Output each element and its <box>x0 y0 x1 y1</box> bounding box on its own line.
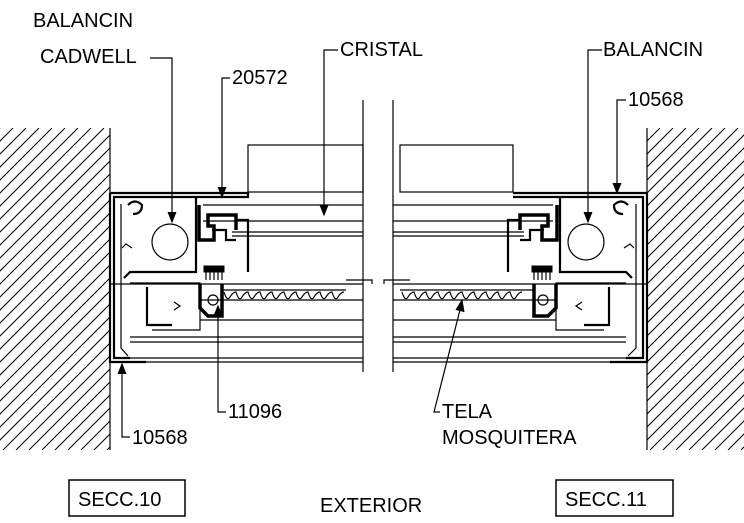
hatch-line <box>647 316 744 415</box>
hatch-line <box>647 199 744 298</box>
hatch-line <box>15 355 110 450</box>
label-20572: 20572 <box>232 67 288 89</box>
hatch-line <box>647 251 744 350</box>
hatch-line <box>0 303 110 415</box>
label-10568-right: 10568 <box>628 89 684 111</box>
hatch-line <box>0 128 79 207</box>
leader-lines <box>117 49 626 438</box>
hatch-line <box>647 277 744 376</box>
hatch-line <box>647 128 726 207</box>
hatch-line <box>0 290 110 402</box>
labels: BALANCIN CADWELL 20572 CRISTAL BALANCIN … <box>33 10 703 517</box>
right-wall-hatch <box>646 128 744 450</box>
hatch-line <box>647 264 744 363</box>
hatch-line <box>28 368 110 450</box>
hatch-line <box>647 238 744 337</box>
right-frame-profile <box>383 144 649 364</box>
hatch-line <box>0 277 110 389</box>
hatch-line <box>41 381 110 450</box>
right-brush-seal <box>531 265 553 280</box>
hatch-line <box>647 160 744 259</box>
hatch-line <box>688 394 744 450</box>
left-wall-hatch <box>0 128 111 450</box>
hatch-line <box>0 186 110 298</box>
section-10-box: SECC.10 <box>68 479 186 517</box>
hatch-line <box>0 147 110 259</box>
hatch-line <box>0 251 110 363</box>
hatch-line <box>0 173 110 285</box>
section-11-box: SECC.11 <box>555 479 674 517</box>
label-balancin: BALANCIN <box>603 39 703 61</box>
hatch-line <box>0 199 110 311</box>
hatch-line <box>647 342 744 441</box>
hatch-line <box>0 128 92 220</box>
hatch-line <box>647 128 661 142</box>
hatch-line <box>54 394 110 450</box>
label-secc-10: SECC.10 <box>78 489 161 511</box>
hatch-line <box>647 329 744 428</box>
label-cristal: CRISTAL <box>340 39 423 61</box>
label-11096: 11096 <box>228 401 282 423</box>
hatch-line <box>647 128 687 168</box>
hatch-line <box>647 186 744 285</box>
hatch-line <box>2 342 110 450</box>
label-balancin-cadwell-1: BALANCIN <box>33 10 133 32</box>
label-secc-11: SECC.11 <box>565 489 647 511</box>
hatch-line <box>0 134 110 246</box>
label-exterior: EXTERIOR <box>320 495 422 517</box>
left-brush-seal <box>203 265 225 280</box>
hatch-line <box>647 147 744 246</box>
label-balancin-cadwell-2: CADWELL <box>40 46 137 68</box>
label-tela: TELA <box>442 401 493 423</box>
hatch-line <box>647 128 713 194</box>
left-frame-profile <box>108 144 373 364</box>
label-mosquitera: MOSQUITERA <box>442 427 577 449</box>
hatch-line <box>647 225 744 324</box>
hatch-line <box>675 381 744 450</box>
hatch-line <box>647 303 744 402</box>
hatch-line <box>647 212 744 311</box>
hatch-line <box>0 329 110 441</box>
label-10568-left: 10568 <box>132 427 188 449</box>
hatch-line <box>0 160 110 272</box>
hatch-line <box>0 128 105 233</box>
hatch-line <box>0 128 14 142</box>
hatch-line <box>0 128 40 168</box>
hatch-line <box>0 238 110 350</box>
hatch-line <box>662 368 744 450</box>
hatch-line <box>647 128 700 181</box>
hatch-line <box>0 225 110 337</box>
hatch-line <box>647 128 739 220</box>
hatch-line <box>0 264 110 376</box>
hatch-line <box>647 128 674 155</box>
hatch-line <box>0 316 110 428</box>
hatch-line <box>647 173 744 272</box>
center-glass-lines <box>362 100 394 372</box>
hatch-line <box>647 134 744 233</box>
hatch-line <box>0 128 66 194</box>
hatch-line <box>649 355 744 450</box>
hatch-line <box>0 212 110 324</box>
